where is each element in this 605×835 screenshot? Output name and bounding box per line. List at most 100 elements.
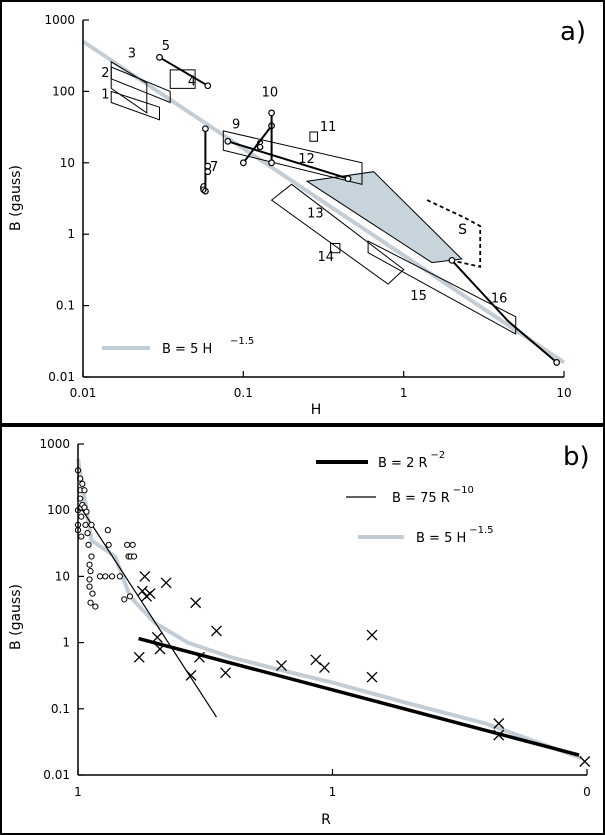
panel-b-cross-point xyxy=(136,585,148,597)
panel-b-circle-point xyxy=(84,530,91,537)
panel-b-y-axis-label: B (gauss) xyxy=(8,584,24,650)
panel-b-cross-point xyxy=(319,662,330,674)
panel-b-circle-point xyxy=(108,573,116,580)
panel-b-y-tick-label: 1000 xyxy=(39,437,70,451)
panel-a-legend: B = 5 H −1.5 xyxy=(102,336,254,357)
panel-b-cross-stroke xyxy=(579,756,591,767)
panel-b-marks-layer xyxy=(74,467,591,767)
panel-a-region-9 xyxy=(222,130,363,185)
panel-b-circle-point xyxy=(86,576,93,583)
panel-b-circle-point xyxy=(87,568,94,575)
panel-a-y-tick-label: 10 xyxy=(60,156,75,170)
panel-a-series-8 xyxy=(242,125,273,164)
panel-b-circle-point xyxy=(116,573,123,580)
panel-b-circle-point xyxy=(89,590,96,597)
panel-a-series-16-end xyxy=(553,359,561,366)
panel-a-label-11: 11 xyxy=(320,120,337,135)
panel-b-curve-h xyxy=(76,458,582,760)
panel-b-circle-point xyxy=(79,480,86,487)
panel-a-series-16 xyxy=(451,259,558,364)
panel-b-under-layer xyxy=(76,458,582,760)
panel-b-legend-exponent: −10 xyxy=(453,485,474,496)
panel-a-label-8: 8 xyxy=(256,139,264,154)
panel-b-circle-point xyxy=(104,527,111,534)
panel-b-cross-point xyxy=(160,577,172,589)
panel-a-label-9: 9 xyxy=(232,118,240,133)
panel-b-circle-point xyxy=(85,541,92,548)
panel-a-y-tick-label: 0.1 xyxy=(56,299,75,313)
panel-a-frame xyxy=(0,0,605,425)
panel-a-series-12 xyxy=(227,140,349,180)
panel-b-cross-stroke xyxy=(493,718,505,729)
panel-b-x-tick-label: 1 xyxy=(329,785,337,799)
panel-b-cross-point xyxy=(579,756,591,767)
panel-b-cross-stroke xyxy=(185,669,197,681)
panel-a-series-5-end xyxy=(204,82,212,90)
panel-a-label-7: 7 xyxy=(210,160,218,175)
panel-a-dashed-region xyxy=(426,199,482,268)
panel-b-line-r10 xyxy=(78,504,218,718)
panel-b-cross-stroke xyxy=(190,597,202,609)
panel-b-cross-stroke xyxy=(220,667,232,679)
panel-a-y-tick-label: 0.01 xyxy=(48,370,75,384)
panel-b-cross-stroke xyxy=(366,629,378,641)
panel-a-legend-exponent: −1.5 xyxy=(230,336,254,347)
panel-b-cross-stroke xyxy=(366,671,378,683)
panel-b-cross-point xyxy=(185,669,197,681)
panel-b-circle-point xyxy=(96,573,104,580)
panel-b-line-r2 xyxy=(138,636,580,757)
panel-b-circle-point xyxy=(129,541,136,548)
panel-a-region-13 xyxy=(270,183,405,285)
panel-a-y-tick-label: 1000 xyxy=(44,13,75,27)
panel-a-series-12-end xyxy=(224,137,232,145)
panel-a-region-14 xyxy=(330,243,341,254)
panel-a-series-6-end xyxy=(202,187,209,195)
panel-b-cross-point xyxy=(366,629,378,641)
panel-b-cross-point xyxy=(151,631,163,643)
panel-b-cross-point xyxy=(190,597,202,609)
panel-b-circle-point xyxy=(78,533,85,540)
panel-a-label-2: 2 xyxy=(101,66,109,81)
panel-b-y-tick-label: 1 xyxy=(62,636,70,650)
panel-a-under-layer xyxy=(81,39,566,365)
panel-a-x-tick-label: 10 xyxy=(556,386,571,400)
panel-b-cross-stroke xyxy=(275,660,287,672)
panel-b-circle-point xyxy=(78,513,85,520)
panel-b-legend-label: B = 2 R xyxy=(378,456,428,471)
panel-a-x-tick-label: 1 xyxy=(400,386,408,400)
panel-b-y-tick-label: 100 xyxy=(47,503,70,517)
panel-b-circle-point xyxy=(88,521,95,528)
panel-a-y-tick-label: 100 xyxy=(52,84,75,98)
panel-a-label-3: 3 xyxy=(128,46,136,61)
panel-a-series-10-end xyxy=(268,109,275,117)
panel-b-cross-stroke xyxy=(151,631,163,643)
panel-a-x-tick-label: 0.1 xyxy=(234,386,253,400)
panel-b-cross-stroke xyxy=(154,643,166,655)
panel-b-cross-point xyxy=(211,625,222,637)
panel-b-cross-point xyxy=(493,718,505,729)
panel-a-series-6-end xyxy=(202,125,209,133)
panel-b-cross-stroke xyxy=(319,662,330,674)
panel-b-circle-point xyxy=(92,603,99,610)
panel-b-circle-point xyxy=(86,561,93,568)
panel-a-region-label: S xyxy=(458,222,467,238)
panel-a-label-5: 5 xyxy=(162,39,170,54)
panel-a-series-12-end xyxy=(344,175,352,183)
panel-a-label-12: 12 xyxy=(298,152,315,167)
panel-a-series-8-end xyxy=(239,159,247,167)
panel-b-cross-stroke xyxy=(139,570,151,582)
panel-b-cross-stroke xyxy=(211,625,222,637)
panel-a-region-15 xyxy=(367,240,517,335)
panel-b-cross-stroke xyxy=(160,577,172,589)
panel-b-legend-exponent: −1.5 xyxy=(469,525,493,536)
panel-b-circle-point xyxy=(87,599,94,606)
panel-b-cross-point xyxy=(154,643,166,655)
panel-b-circle-point xyxy=(130,553,138,560)
panel-a-label: a) xyxy=(560,17,586,47)
panel-b-circle-point xyxy=(124,541,131,548)
panel-b-legend-label: B = 75 R xyxy=(392,491,450,506)
panel-a-y-axis-label: B (gauss) xyxy=(8,165,24,231)
panel-b-circle-point xyxy=(82,521,89,528)
